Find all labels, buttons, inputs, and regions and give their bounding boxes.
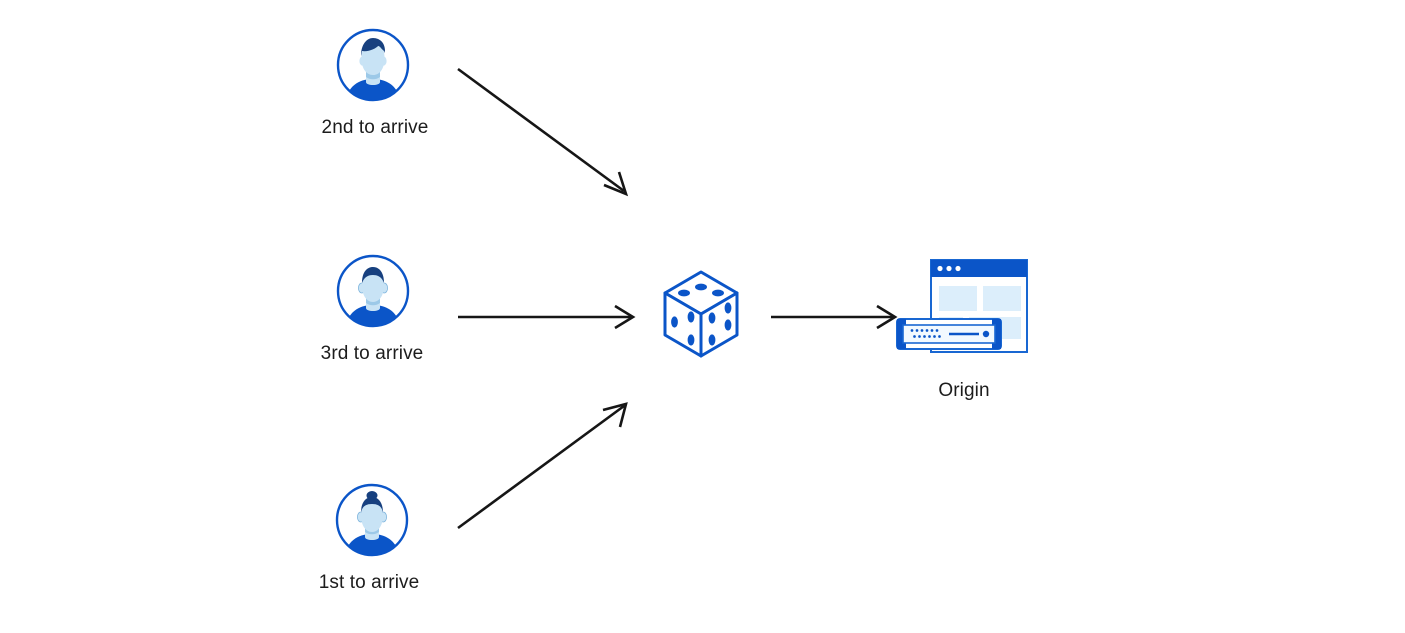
client-3rd-avatar — [335, 253, 411, 329]
arrow-3rd-to-dice-head — [614, 304, 636, 330]
arrow-1st-to-dice-line — [457, 404, 625, 530]
user-avatar-icon — [335, 483, 409, 557]
arrow-2nd-to-dice-head — [603, 171, 629, 197]
browser-dot-1 — [937, 265, 943, 272]
origin-node — [893, 257, 1033, 357]
client-2nd-avatar — [335, 27, 411, 103]
dice-node — [658, 267, 744, 363]
client-1st-label: 1st to arrive — [318, 572, 420, 593]
client-2nd-label: 2nd to arrive — [321, 117, 429, 138]
origin-server-icon — [896, 259, 1028, 353]
browser-dot-2 — [946, 265, 952, 272]
arrow-1st-to-dice-head — [602, 402, 628, 428]
dice-cube-icon — [663, 270, 739, 358]
client-3rd-label: 3rd to arrive — [320, 343, 424, 364]
arrow-2nd-to-dice-line — [457, 67, 625, 193]
client-1st-avatar — [334, 482, 410, 558]
browser-dot-3 — [955, 265, 961, 272]
user-avatar-icon — [336, 254, 410, 328]
origin-label: Origin — [938, 380, 990, 401]
user-avatar-icon — [336, 28, 410, 102]
